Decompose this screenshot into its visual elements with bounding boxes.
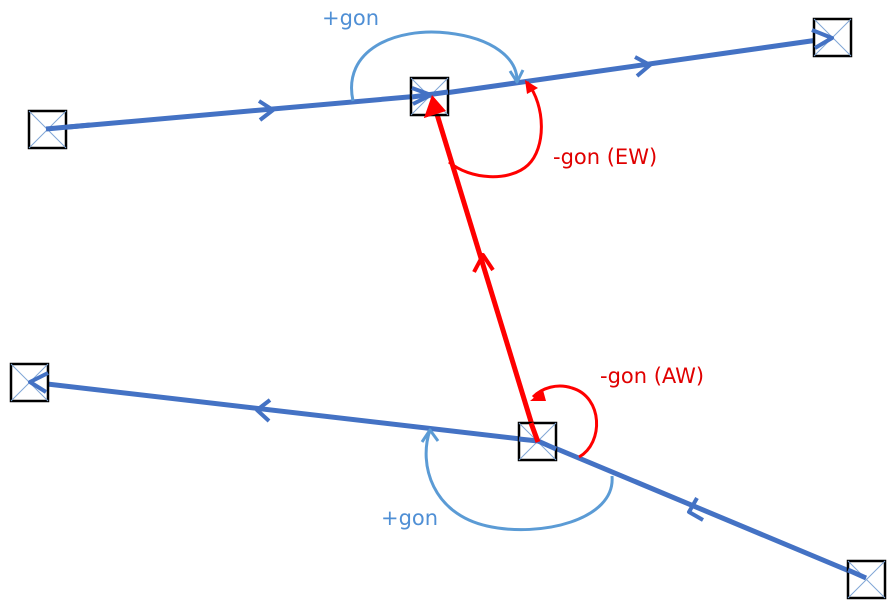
angle-arc-bottom-positive bbox=[420, 428, 614, 532]
station-marker-bottom-right bbox=[846, 559, 887, 600]
angle-arc-bottom-negative bbox=[530, 384, 599, 459]
direction-arrow-icon bbox=[472, 253, 495, 273]
direction-arrow-icon bbox=[257, 99, 275, 122]
lower-traverse-line bbox=[28, 371, 867, 581]
direction-arrow-icon bbox=[687, 497, 704, 522]
angle-label-top-positive: +gon bbox=[322, 6, 380, 30]
connecting-line bbox=[424, 95, 539, 439]
angle-label-bottom-negative: -gon (AW) bbox=[600, 364, 705, 388]
angle-label-bottom-positive: +gon bbox=[381, 506, 439, 530]
direction-arrow-icon bbox=[255, 398, 272, 423]
angle-label-top-negative: -gon (EW) bbox=[553, 145, 658, 169]
angle-arc-top-negative bbox=[448, 80, 543, 179]
direction-arrow-icon bbox=[634, 55, 652, 78]
angle-arc-top-positive bbox=[350, 30, 525, 102]
